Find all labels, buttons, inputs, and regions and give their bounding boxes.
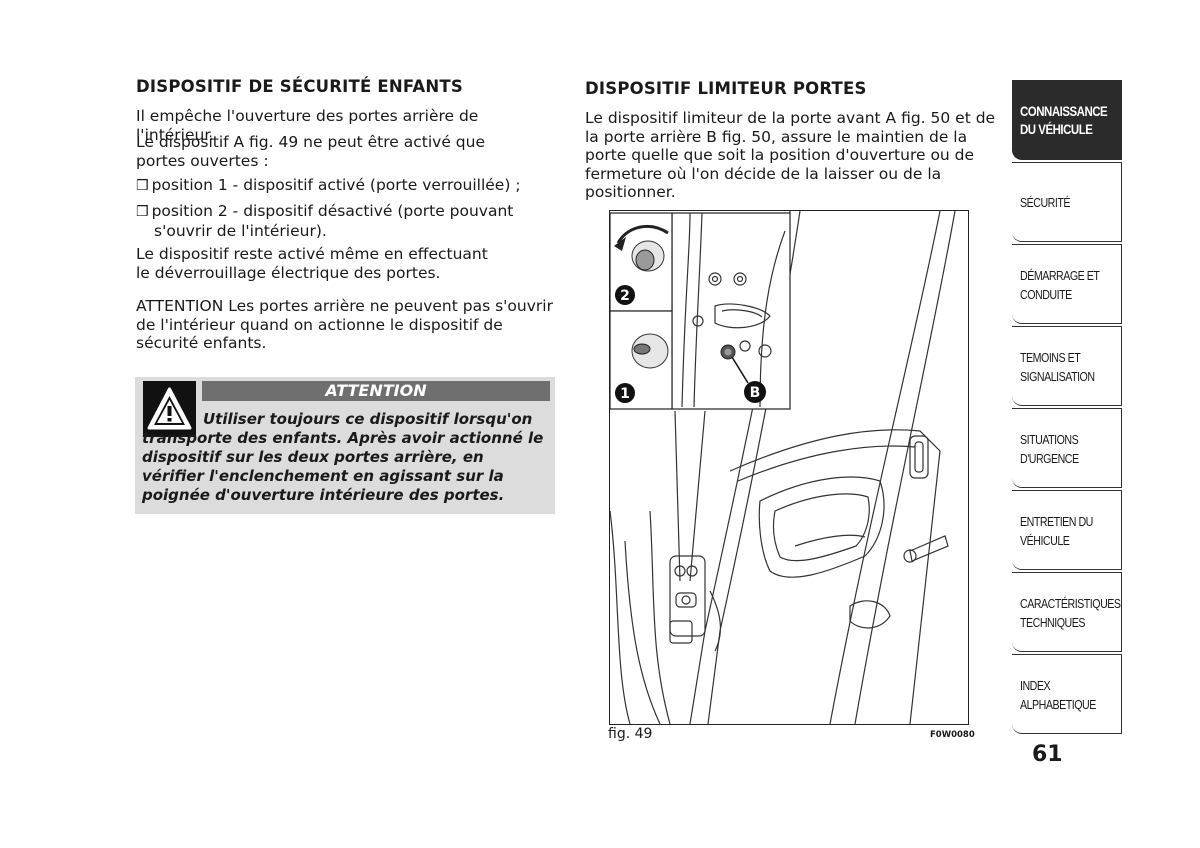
tab-label: D'URGENCE <box>1020 451 1079 466</box>
warning-text: Utiliser toujours ce dispositif lorsqu'o… <box>142 410 544 504</box>
tab-label: SIGNALISATION <box>1020 369 1095 384</box>
figure-code: F0W0080 <box>930 730 975 740</box>
paragraph: Le dispositif A fig. 49 ne peut être act… <box>136 133 485 170</box>
tab-caracteristiques-techniques[interactable]: CARACTÉRISTIQUES TECHNIQUES <box>1012 572 1122 652</box>
section-heading-child-safety: DISPOSITIF DE SÉCURITÉ ENFANTS <box>136 77 463 96</box>
warning-box: ATTENTION Utiliser toujours ce dispositi… <box>135 377 555 514</box>
tab-label: VÉHICULE <box>1020 533 1070 548</box>
tab-label: TEMOINS ET <box>1020 350 1081 365</box>
bullet-item: ❒position 1 - dispositif activé (porte v… <box>136 176 564 196</box>
tab-label: CONDUITE <box>1020 287 1072 302</box>
tab-label: CONNAISSANCE <box>1020 103 1108 119</box>
checkbox-bullet-icon: ❒ <box>136 204 149 220</box>
svg-text:1: 1 <box>620 386 630 402</box>
label-badge-2: 2 <box>615 285 635 305</box>
tab-label: TECHNIQUES <box>1020 615 1085 630</box>
bullet-text: position 1 - dispositif activé (porte ve… <box>151 176 521 194</box>
paragraph: Il empêche l'ouverture des portes arrièr… <box>136 107 479 144</box>
warning-triangle-icon <box>143 381 196 437</box>
tab-label: SITUATIONS <box>1020 432 1079 447</box>
tab-label: SÉCURITÉ <box>1020 195 1070 210</box>
tab-situations-d-urgence[interactable]: SITUATIONS D'URGENCE <box>1012 408 1122 488</box>
warning-title: ATTENTION <box>202 381 550 401</box>
tab-label: ENTRETIEN DU <box>1020 514 1093 529</box>
tab-securite[interactable]: SÉCURITÉ <box>1012 162 1122 242</box>
tab-temoins-et-signalisation[interactable]: TEMOINS ET SIGNALISATION <box>1012 326 1122 406</box>
svg-text:B: B <box>750 385 761 401</box>
tab-entretien-du-vehicule[interactable]: ENTRETIEN DU VÉHICULE <box>1012 490 1122 570</box>
paragraph: Le dispositif limiteur de la porte avant… <box>585 109 996 201</box>
bullet-item: ❒position 2 - dispositif désactivé (port… <box>136 202 549 240</box>
tab-label: DÉMARRAGE ET <box>1020 268 1100 283</box>
label-badge-b: B <box>731 356 766 403</box>
tab-label: INDEX <box>1020 678 1051 693</box>
svg-text:2: 2 <box>620 288 630 304</box>
page-number: 61 <box>1032 742 1063 767</box>
tab-demarrage-et-conduite[interactable]: DÉMARRAGE ET CONDUITE <box>1012 244 1122 324</box>
tab-connaissance-du-vehicule[interactable]: CONNAISSANCE DU VÉHICULE <box>1012 80 1122 160</box>
door-illustration: 2 1 B <box>609 210 956 725</box>
paragraph: ATTENTION Les portes arrière ne peuvent … <box>136 297 553 352</box>
bullet-text: position 2 - dispositif désactivé (porte… <box>151 202 514 240</box>
paragraph: Le dispositif reste activé même en effec… <box>136 245 488 282</box>
section-heading-door-limiter: DISPOSITIF LIMITEUR PORTES <box>585 79 867 98</box>
tab-label: ALPHABETIQUE <box>1020 697 1096 712</box>
figure-door-illustration: 2 1 B <box>609 210 969 725</box>
tab-label: CARACTÉRISTIQUES <box>1020 596 1121 611</box>
figure-caption: fig. 49 <box>608 726 653 742</box>
tab-label: DU VÉHICULE <box>1020 121 1093 137</box>
tab-index-alphabetique[interactable]: INDEX ALPHABETIQUE <box>1012 654 1122 734</box>
checkbox-bullet-icon: ❒ <box>136 178 149 194</box>
label-badge-1: 1 <box>615 383 635 403</box>
